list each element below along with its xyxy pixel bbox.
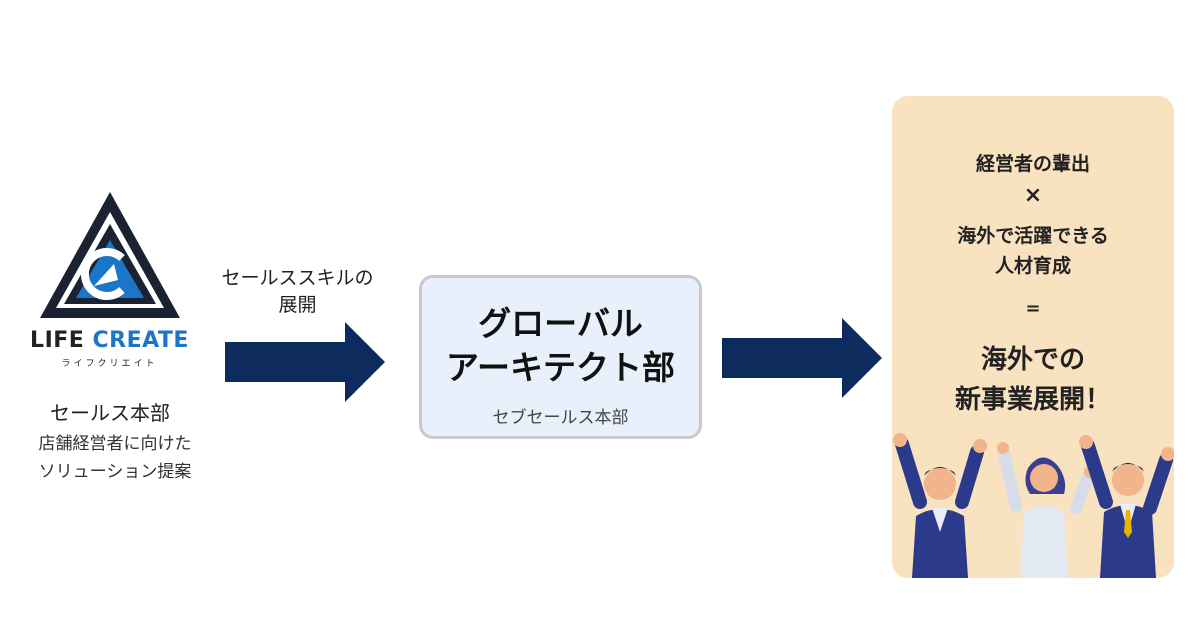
outcome-headline: 海外での 新事業展開！ [892,340,1174,420]
center-title-line2: アーキテクト部 [445,348,676,387]
outcome-equals: = [1025,298,1041,319]
source-dept-title: セールス本部 [50,401,170,425]
arrow1-label-line1: セールススキルの [221,267,374,289]
arrow1-label: セールススキルの 展開 [190,265,405,319]
person-right [1079,435,1174,578]
source-subtitle-line1: 店舗経営者に向けた [38,434,192,454]
lifecreate-logo-icon [40,192,180,318]
center-title-line1: グローバル [478,304,643,343]
logo-wordmark: LIFE CREATE [22,328,197,353]
source-subtitle-line2: ソリューション提案 [38,462,192,482]
center-dept-box [419,275,702,439]
outcome-line1: 経営者の輩出 [975,153,1090,175]
person-left [893,433,987,578]
outcome-line2b: 人材育成 [994,255,1071,277]
right-arrow-icon [722,318,882,398]
right-arrow-icon [225,322,385,402]
cheering-people-icon [893,433,1174,578]
source-dept-subtitle: 店舗経営者に向けた ソリューション提案 [10,430,220,486]
center-dept-title: グローバル アーキテクト部 [419,302,702,390]
outcome-line3a: 海外での [980,345,1085,375]
outcome-line2a: 海外で活躍できる [957,225,1109,247]
logo-kana: ライフクリエイト [61,359,158,369]
outcome-line3b: 新事業展開！ [954,385,1111,415]
logo-word-life: LIFE [30,328,85,353]
outcome-times: × [1023,183,1043,208]
center-dept-subtitle: セブセールス本部 [492,408,629,428]
logo-word-create: CREATE [92,328,189,353]
arrow1-label-line2: 展開 [278,294,317,316]
outcome-line2: 海外で活躍できる 人材育成 [892,221,1174,281]
person-center [997,442,1096,578]
